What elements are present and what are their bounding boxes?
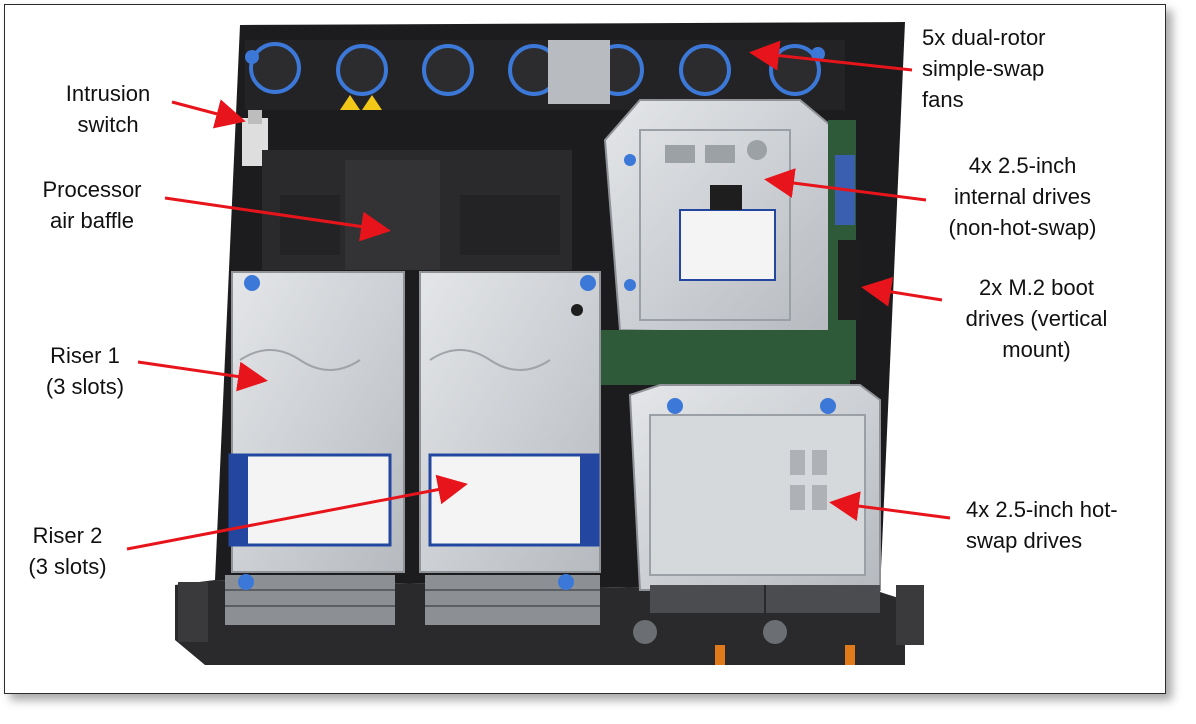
fan-icon	[422, 44, 474, 96]
label-internal-drives: 4x 2.5-inch internal drives (non-hot-swa…	[948, 153, 1097, 240]
internal-drive-cage	[603, 99, 831, 337]
hot-swap-drive-cage	[628, 384, 881, 613]
arrow-riser-1	[137, 360, 268, 392]
fan-icon	[249, 42, 301, 94]
intrusion-switch	[242, 110, 268, 166]
fan-icon	[679, 44, 731, 96]
riser-2-cage	[419, 271, 601, 573]
arrow-intrusion	[171, 99, 246, 129]
system-board	[600, 330, 850, 385]
label-processor-air-baffle: Processor air baffle	[42, 177, 142, 233]
callout-arrows	[126, 40, 951, 551]
label-hot-swap-drives: 4x 2.5-inch hot- swap drives	[966, 497, 1118, 553]
power-supplies	[615, 613, 865, 665]
riser-1-cage	[228, 271, 405, 573]
arrow-riser-2	[126, 474, 468, 551]
fan-icon	[336, 44, 388, 96]
arrow-m2	[861, 276, 943, 307]
arrow-hot-swap	[829, 491, 951, 521]
label-riser-2: Riser 2 (3 slots)	[28, 523, 107, 579]
processor-air-baffle	[262, 150, 572, 270]
label-intrusion-switch: Intrusion switch	[65, 81, 151, 137]
label-riser-1: Riser 1 (3 slots)	[45, 343, 125, 399]
arrow-internal-drives	[764, 168, 927, 202]
arrow-baffle	[164, 196, 391, 242]
pcie-slots	[225, 574, 600, 625]
label-fans: 5x dual-rotor simple-swap fans	[922, 25, 1046, 112]
arrow-fans	[749, 40, 913, 72]
label-m2-boot-drives: 2x M.2 boot drives (vertical mount)	[965, 275, 1108, 362]
fan-bay	[245, 40, 845, 110]
